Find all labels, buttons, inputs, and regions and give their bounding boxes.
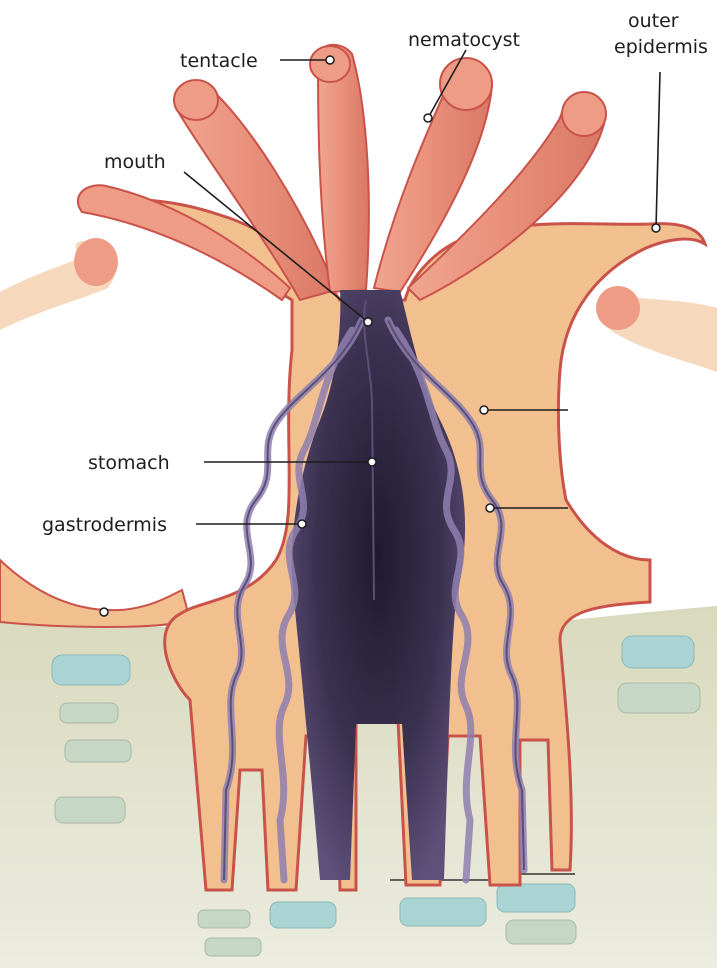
- label-stomach: stomach: [88, 452, 170, 474]
- pebble: [270, 902, 336, 928]
- neighbor-polyp-right: [596, 286, 717, 372]
- neighbor-polyp-left: [0, 238, 118, 330]
- label-gastrodermis: gastrodermis: [42, 514, 167, 536]
- pebble: [400, 898, 486, 926]
- pebble: [506, 920, 576, 944]
- pebble: [205, 938, 261, 956]
- label-nematocyst: nematocyst: [408, 29, 520, 51]
- pebble: [52, 655, 130, 685]
- label-outer-epidermis-line1: outer: [628, 10, 679, 32]
- pebble: [60, 703, 118, 723]
- pebble: [618, 683, 700, 713]
- pebble: [198, 910, 250, 928]
- label-tentacle: tentacle: [180, 50, 258, 72]
- pebble: [55, 797, 125, 823]
- pebble: [65, 740, 131, 762]
- pebble: [622, 636, 694, 668]
- label-outer-epidermis-line2: epidermis: [614, 36, 708, 58]
- label-mouth: mouth: [104, 151, 166, 173]
- pebble: [497, 884, 575, 912]
